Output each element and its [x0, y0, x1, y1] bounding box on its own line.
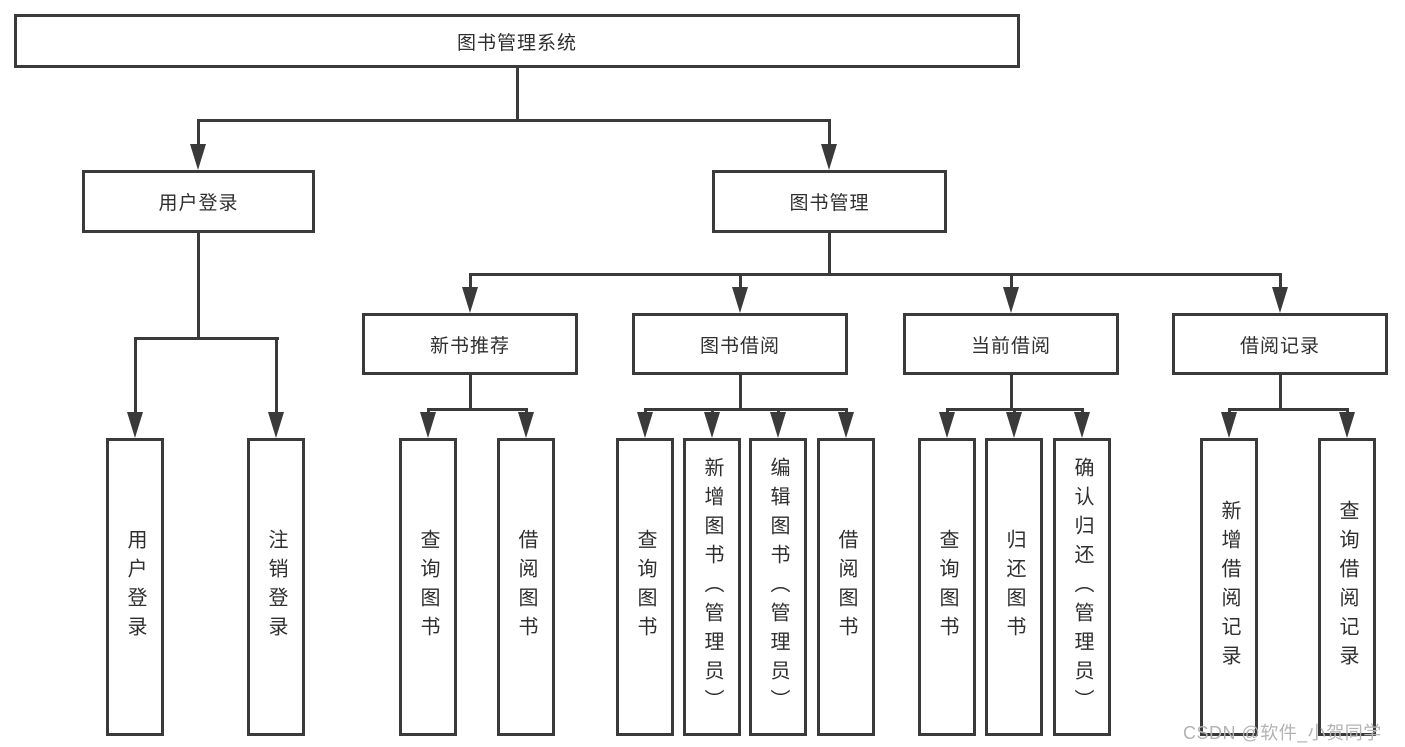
arrow-down-icon [939, 412, 955, 438]
connector-line [468, 273, 1282, 276]
connector-line [468, 375, 472, 408]
arrow-down-icon [770, 412, 786, 438]
node-label: 用户登录 [158, 193, 239, 214]
leaf-label: 注销登录 [265, 529, 287, 645]
leaf-nb-query-books: 查询图书 [399, 438, 457, 736]
connector-line [738, 375, 742, 408]
leaf-label: 归还图书 [1003, 529, 1025, 645]
connector-line [1009, 375, 1013, 408]
leaf-user-login: 用户登录 [106, 438, 164, 736]
leaf-label: 借阅图书 [515, 529, 537, 645]
node-user-login: 用户登录 [82, 170, 315, 233]
node-label: 新书推荐 [429, 335, 510, 357]
arrow-down-icon [1339, 412, 1355, 438]
leaf-bb-borrow-books: 借阅图书 [817, 438, 875, 736]
arrow-down-icon [1006, 412, 1022, 438]
connector-line [426, 408, 528, 411]
watermark: CSDN @软件_小贺同学 [1183, 723, 1382, 743]
leaf-label: 编辑图书（管理员） [767, 456, 789, 718]
leaf-cb-return-books: 归还图书 [985, 438, 1043, 736]
connector-line [133, 337, 137, 415]
connector-line [827, 233, 831, 273]
arrow-down-icon [704, 412, 720, 438]
connector-line [274, 337, 278, 415]
connector-line [738, 273, 742, 291]
node-current-borrow: 当前借阅 [903, 313, 1119, 375]
arrow-down-icon [1003, 287, 1019, 313]
node-label: 借阅记录 [1239, 335, 1320, 357]
leaf-bb-query-books: 查询图书 [616, 438, 674, 736]
node-book-management: 图书管理 [712, 170, 947, 233]
connector-line [643, 408, 848, 411]
arrow-down-icon [1074, 412, 1090, 438]
node-book-borrow: 图书借阅 [632, 313, 848, 375]
arrow-down-icon [1221, 412, 1237, 438]
connector-line [1227, 408, 1349, 411]
leaf-br-query-record: 查询借阅记录 [1318, 438, 1376, 736]
leaf-bb-add-books-admin: 新增图书（管理员） [683, 438, 741, 736]
leaf-label: 查询图书 [936, 529, 958, 645]
node-label: 当前借阅 [970, 335, 1051, 357]
leaf-cb-query-books: 查询图书 [918, 438, 976, 736]
node-label: 图书管理系统 [456, 32, 577, 54]
leaf-label: 查询借阅记录 [1336, 500, 1358, 674]
leaf-label: 查询图书 [634, 529, 656, 645]
arrow-down-icon [838, 412, 854, 438]
connector-line [133, 337, 279, 340]
arrow-down-icon [1272, 287, 1288, 313]
connector-line [196, 119, 831, 122]
connector-line [1278, 375, 1282, 408]
node-label: 图书管理 [789, 193, 870, 214]
connector-line [827, 119, 831, 149]
arrow-down-icon [821, 144, 837, 170]
leaf-nb-borrow-books: 借阅图书 [497, 438, 555, 736]
arrow-down-icon [268, 412, 284, 438]
leaf-label: 新增图书（管理员） [701, 456, 723, 718]
node-label: 图书借阅 [699, 335, 780, 357]
arrow-down-icon [637, 412, 653, 438]
node-borrow-records: 借阅记录 [1172, 313, 1388, 375]
connector-line [196, 233, 200, 337]
leaf-logout: 注销登录 [247, 438, 305, 736]
connector-line [1278, 273, 1282, 291]
connector-line [196, 119, 200, 149]
leaf-label: 用户登录 [124, 529, 146, 645]
node-new-book-recommend: 新书推荐 [362, 313, 578, 375]
leaf-label: 新增借阅记录 [1218, 500, 1240, 674]
arrow-down-icon [420, 412, 436, 438]
leaf-bb-edit-books-admin: 编辑图书（管理员） [749, 438, 807, 736]
connector-line [468, 273, 472, 291]
leaf-cb-confirm-return-admin: 确认归还（管理员） [1053, 438, 1111, 736]
arrow-down-icon [732, 287, 748, 313]
connector-line [515, 68, 519, 119]
leaf-br-add-record: 新增借阅记录 [1200, 438, 1258, 736]
arrow-down-icon [190, 144, 206, 170]
arrow-down-icon [127, 412, 143, 438]
arrow-down-icon [518, 412, 534, 438]
arrow-down-icon [462, 287, 478, 313]
node-library-system: 图书管理系统 [14, 14, 1020, 68]
leaf-label: 确认归还（管理员） [1071, 456, 1093, 718]
leaf-label: 查询图书 [417, 529, 439, 645]
connector-line [1009, 273, 1013, 291]
leaf-label: 借阅图书 [835, 529, 857, 645]
